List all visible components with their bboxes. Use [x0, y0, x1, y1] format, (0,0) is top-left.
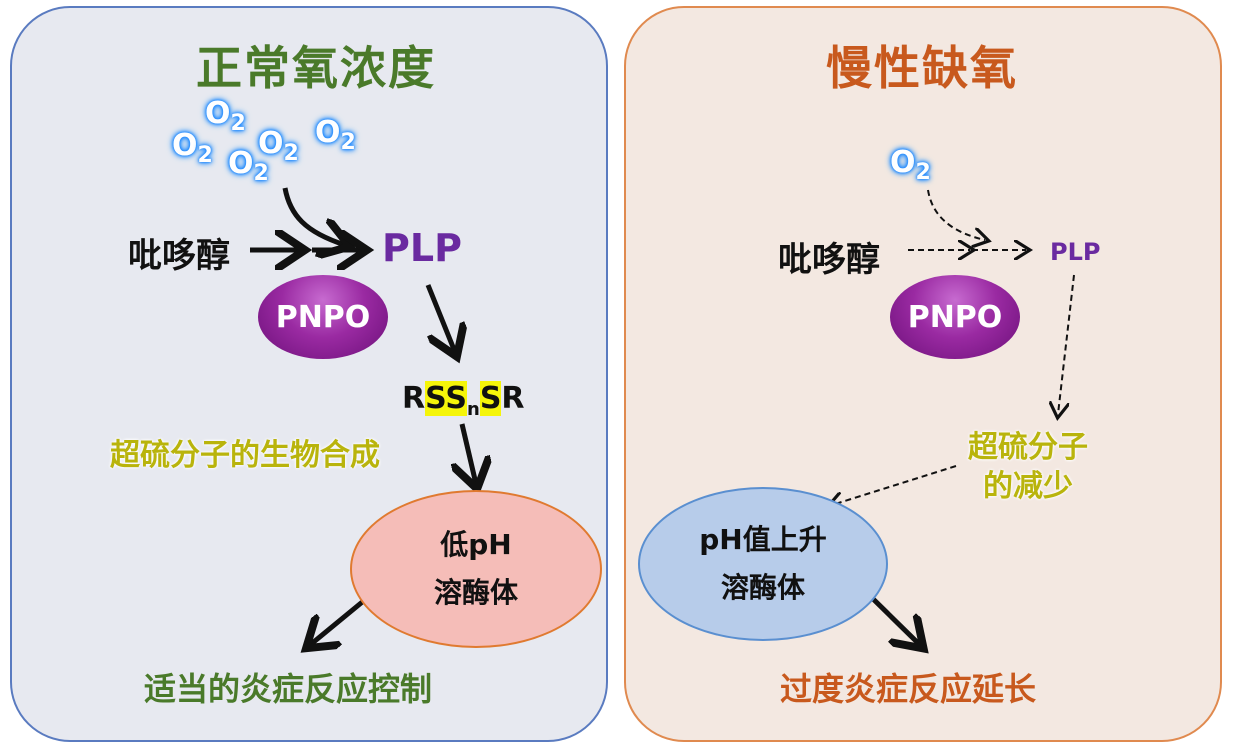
persulfide-reduction-label: 超硫分子 的减少 — [968, 430, 1088, 504]
pyridoxine-label: 吡哆醇 — [778, 240, 880, 280]
plp-label: PLP — [382, 226, 462, 270]
lysosome-to-outcome-arrow-right — [864, 590, 920, 645]
lysosome-line2: 溶酶体 — [433, 576, 518, 609]
hypoxia-outcome: 过度炎症反应延长 — [780, 670, 1037, 708]
pyridoxine-label: 吡哆醇 — [128, 236, 230, 276]
o2-molecule: O2 — [205, 96, 246, 136]
rss-to-lysosome-arrow — [462, 423, 476, 484]
lysosome-low-ph: 低pH 溶酶体 — [350, 490, 602, 648]
o2-molecule: O2 — [315, 115, 356, 155]
pnpo-enzyme: PNPO — [890, 275, 1020, 359]
persulfide-formula: RSSnSR — [402, 381, 525, 420]
lysosome-high-ph: pH值上升 溶酶体 — [638, 487, 888, 641]
normoxia-title: 正常氧浓度 — [196, 41, 436, 95]
plp-to-reduction-arrow — [1058, 274, 1075, 414]
hypoxia-title: 慢性缺氧 — [826, 41, 1018, 95]
reduction-to-lysosome-arrow — [832, 465, 957, 505]
o2-molecule: O2 — [172, 128, 213, 168]
o2-to-plp-arrow-left — [282, 187, 345, 245]
normoxia-outcome: 适当的炎症反应控制 — [144, 670, 433, 708]
o2-to-plp-arrow-right — [927, 189, 985, 240]
lysosome-line1: pH值上升 — [699, 523, 827, 557]
lysosome-line2: 溶酶体 — [720, 571, 805, 604]
pnpo-enzyme: PNPO — [258, 275, 388, 359]
o2-molecule: O2 — [258, 126, 299, 166]
o2-molecule: O2 — [228, 146, 269, 186]
plp-to-rss-arrow — [425, 284, 455, 352]
lysosome-line1: 低pH — [440, 528, 512, 562]
o2-molecule: O2 — [890, 145, 931, 185]
biosynthesis-label: 超硫分子的生物合成 — [110, 438, 380, 473]
plp-label: PLP — [1050, 238, 1101, 266]
